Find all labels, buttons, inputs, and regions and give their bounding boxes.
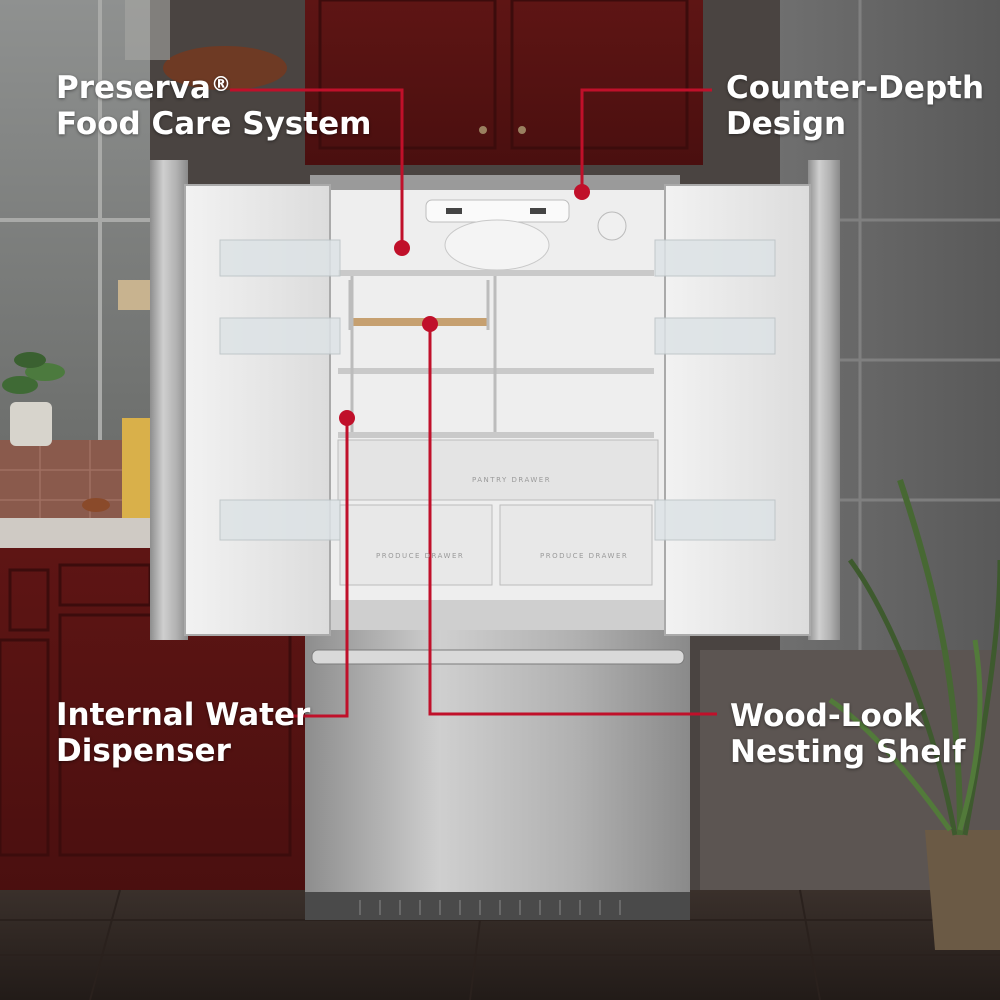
callout-counter-depth: Counter-Depth Design bbox=[726, 70, 984, 142]
potted-palm-right bbox=[828, 479, 1000, 950]
callout-preserva-line2: Food Care System bbox=[56, 106, 372, 142]
wood-leader bbox=[428, 324, 717, 716]
callout-dots bbox=[339, 184, 590, 426]
produce-drawer-right bbox=[499, 504, 653, 586]
callout-preserva-food-care: Preserva® Food Care System bbox=[56, 70, 371, 142]
left-door-edge bbox=[150, 160, 188, 640]
callout-water-line2: Dispenser bbox=[56, 733, 231, 769]
preserva-leader bbox=[230, 88, 404, 248]
produce-drawer-left-label: PRODUCE DRAWER bbox=[376, 552, 465, 560]
callout-wood-line2: Nesting Shelf bbox=[730, 734, 966, 770]
callout-water-line1: Internal Water bbox=[56, 697, 311, 733]
callout-lines bbox=[230, 88, 717, 718]
wood-dot bbox=[422, 316, 438, 332]
bowl-decor bbox=[163, 46, 287, 90]
pantry-drawer-label: PANTRY DRAWER bbox=[472, 476, 552, 484]
produce-drawer-right-label: PRODUCE DRAWER bbox=[540, 552, 629, 560]
callout-wood-look-shelf: Wood-Look Nesting Shelf bbox=[730, 698, 965, 770]
water-dot bbox=[339, 410, 355, 426]
produce-drawer-left bbox=[339, 504, 493, 586]
freezer-drawer bbox=[305, 625, 690, 895]
countertop bbox=[0, 518, 160, 548]
registered-mark: ® bbox=[210, 72, 231, 96]
callout-preserva-line1: Preserva bbox=[56, 70, 211, 106]
preserva-dot bbox=[394, 240, 410, 256]
upper-cabinets bbox=[305, 0, 703, 165]
callout-counter-line1: Counter-Depth bbox=[726, 70, 985, 106]
pantry-drawer bbox=[337, 439, 659, 501]
callout-counter-line2: Design bbox=[726, 106, 847, 142]
small-plant-left bbox=[2, 352, 65, 446]
callout-internal-water-dispenser: Internal Water Dispenser bbox=[56, 697, 310, 769]
callout-wood-line1: Wood-Look bbox=[730, 698, 924, 734]
counter-depth-leader bbox=[580, 88, 712, 192]
right-door-edge bbox=[808, 160, 840, 640]
counter-depth-dot bbox=[574, 184, 590, 200]
wood-look-nesting-shelf bbox=[352, 318, 487, 326]
water-leader bbox=[292, 418, 349, 718]
preserva-unit bbox=[444, 219, 550, 271]
